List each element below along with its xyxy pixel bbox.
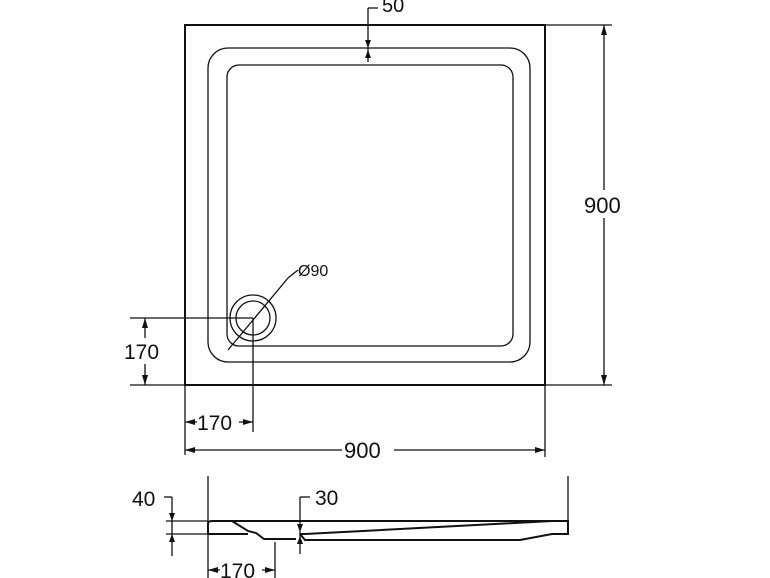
tray-rim [207,47,531,363]
drain: Ø90 [227,263,328,351]
tray-basin [226,64,514,347]
height-label: 900 [584,193,621,218]
drain-side-label: 170 [197,412,232,435]
side-view: 40 30 170 [132,476,569,578]
rim-width-label: 50 [382,0,404,17]
width-label: 900 [344,438,381,463]
drain-diameter-label: Ø90 [298,263,328,280]
tray-outline [184,24,546,386]
drain-offset-label: 170 [220,560,255,578]
drain-front-label: 170 [124,341,159,364]
drain-depth-label: 30 [315,487,338,510]
total-height-label: 40 [132,488,155,511]
plan-view: Ø90 50 900 170 170 [122,0,632,463]
